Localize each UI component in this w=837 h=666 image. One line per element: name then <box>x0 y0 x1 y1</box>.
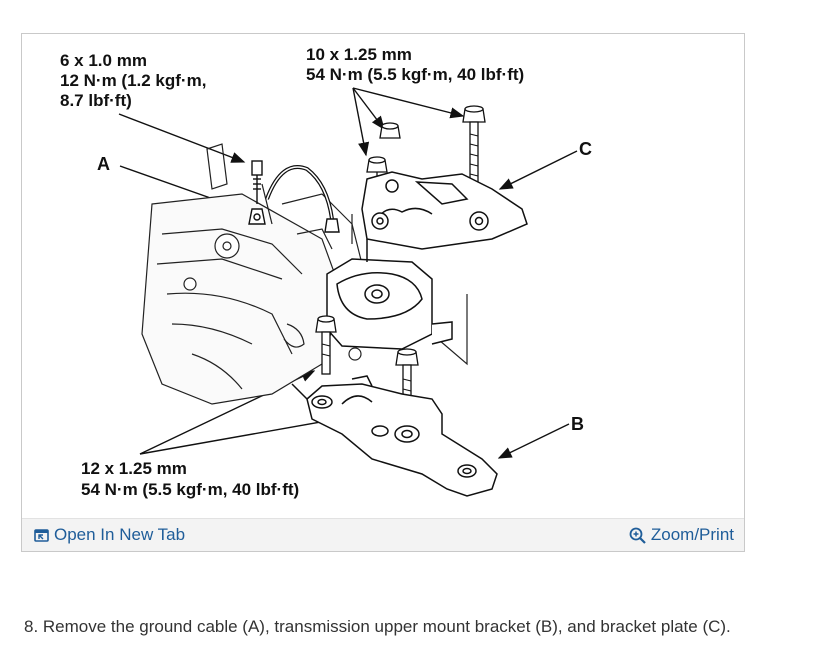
callout-top-right-line2: 54 N·m (5.5 kgf·m, 40 lbf·ft) <box>306 65 524 84</box>
mount-bracket-diagram: 6 x 1.0 mm 12 N·m (1.2 kgf·m, 8.7 lbf·ft… <box>60 45 592 499</box>
open-in-new-tab-label: Open In New Tab <box>54 525 186 544</box>
callout-bottom-left-line2: 54 N·m (5.5 kgf·m, 40 lbf·ft) <box>81 480 299 499</box>
open-in-new-tab-icon <box>34 528 49 543</box>
callout-top-left-line3: 8.7 lbf·ft) <box>60 91 132 110</box>
transmission-housing <box>141 143 468 405</box>
step-instruction: 8. Remove the ground cable (A), transmis… <box>24 617 731 636</box>
callout-bottom-left-line1: 12 x 1.25 mm <box>81 459 187 478</box>
zoom-print-label: Zoom/Print <box>650 525 734 544</box>
upper-mount-bracket-b <box>291 375 498 497</box>
engine-mount <box>326 239 453 350</box>
figure-footer: Open In New Tab Zoom/Print <box>22 518 744 551</box>
callout-top-right: 10 x 1.25 mm 54 N·m (5.5 kgf·m, 40 lbf·f… <box>306 45 524 84</box>
figure-card: 6 x 1.0 mm 12 N·m (1.2 kgf·m, 8.7 lbf·ft… <box>21 33 745 552</box>
callout-top-left-line1: 6 x 1.0 mm <box>60 51 147 70</box>
upper-bolts <box>366 105 486 185</box>
zoom-print-link[interactable]: Zoom/Print <box>629 525 734 545</box>
ground-cable-a <box>248 160 340 233</box>
label-c: C <box>579 139 592 159</box>
magnifier-plus-icon <box>629 527 646 544</box>
bracket-plate-c <box>361 171 528 250</box>
label-b: B <box>571 414 584 434</box>
callout-top-left: 6 x 1.0 mm 12 N·m (1.2 kgf·m, 8.7 lbf·ft… <box>60 51 211 110</box>
label-a: A <box>97 154 110 174</box>
callout-bottom-left: 12 x 1.25 mm 54 N·m (5.5 kgf·m, 40 lbf·f… <box>81 459 299 499</box>
open-in-new-tab-link[interactable]: Open In New Tab <box>34 525 185 545</box>
callout-top-left-line2: 12 N·m (1.2 kgf·m, <box>60 71 206 90</box>
callout-top-right-line1: 10 x 1.25 mm <box>306 45 412 64</box>
